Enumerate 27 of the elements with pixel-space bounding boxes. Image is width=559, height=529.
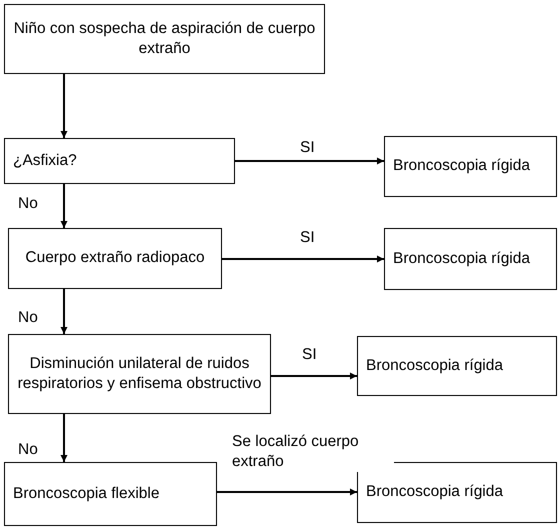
process-box: [357, 462, 557, 523]
box-text: Broncoscopia rígida: [393, 248, 530, 269]
arrow: [217, 488, 357, 496]
box-text: ¿Asfixia?: [13, 150, 77, 171]
box-text: Disminución unilateral de ruidos respiratorios y enfisema obstructivo: [17, 354, 262, 394]
process-box: [357, 336, 557, 396]
process-box: [8, 334, 271, 414]
arrow: [235, 158, 384, 164]
arrow: [60, 74, 68, 138]
process-box: [8, 228, 222, 289]
process-box: [4, 462, 217, 526]
edge-label: Se localizó cuerpo extraño: [230, 432, 394, 472]
box-text: Cuerpo extraño radiopaco: [25, 248, 205, 268]
arrow: [60, 414, 68, 462]
box-text: Broncoscopia flexible: [13, 484, 160, 504]
process-box: [384, 228, 557, 290]
arrow: [60, 289, 68, 334]
process-box: [4, 4, 325, 74]
box-text: Broncoscopia rígida: [366, 482, 503, 502]
arrow: [271, 372, 357, 380]
box-text: Niño con sospecha de aspiración de cuerpo extraño: [13, 18, 316, 59]
process-box: [384, 136, 557, 197]
box-text: Broncoscopia rígida: [366, 356, 503, 376]
process-box: [4, 138, 235, 184]
arrow: [60, 184, 68, 228]
arrow: [222, 256, 384, 262]
box-text: Broncoscopia rígida: [393, 156, 530, 176]
